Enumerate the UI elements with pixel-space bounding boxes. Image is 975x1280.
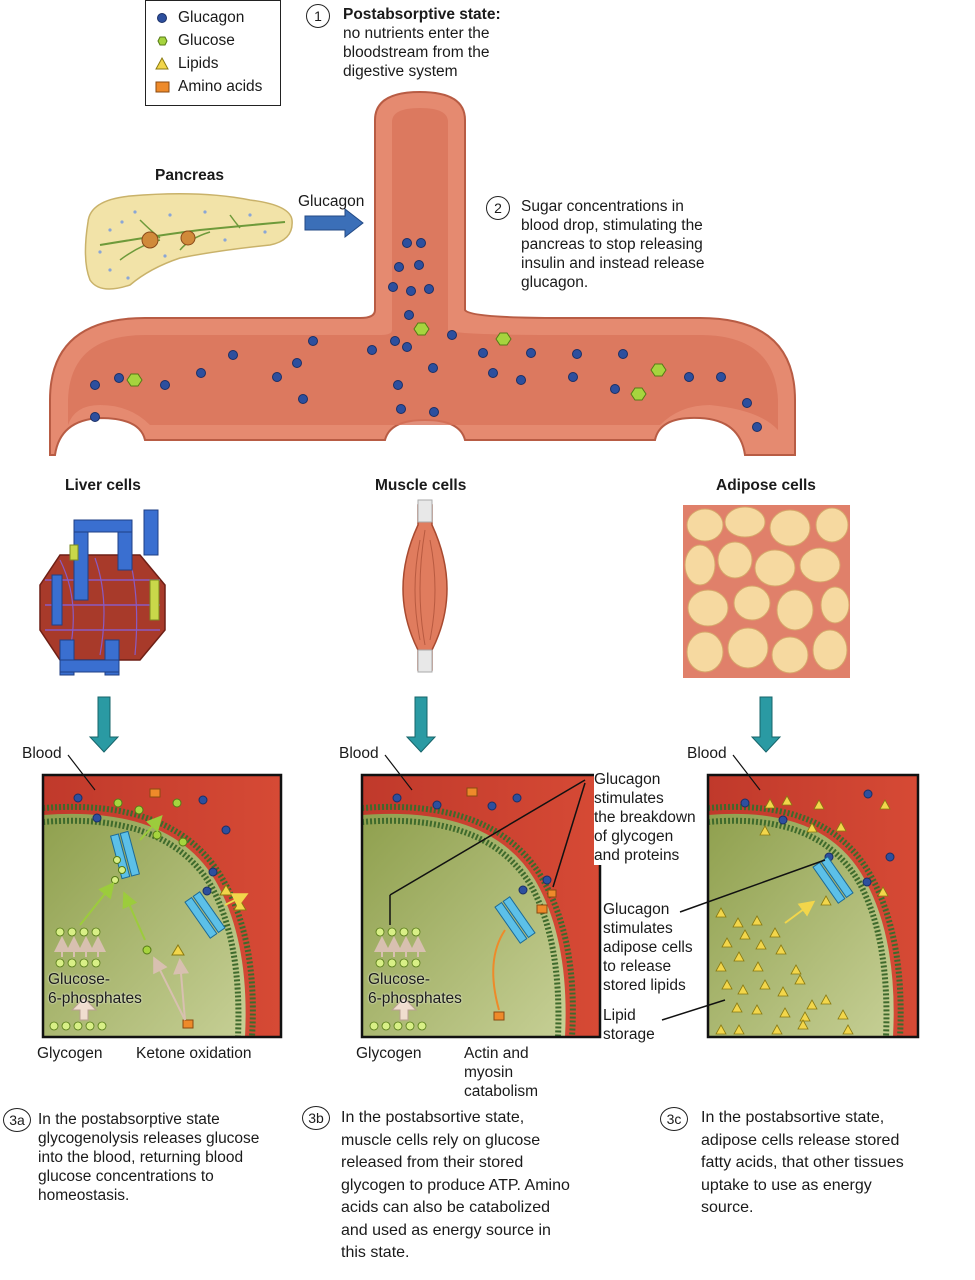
- caption-3c-number: 3c: [660, 1107, 688, 1131]
- panel-a-glycogen-label: Glycogen: [37, 1045, 103, 1062]
- panel-a-ketone-label: Ketone oxidation: [136, 1045, 252, 1062]
- glucose-hexagon-icon: [157, 36, 168, 46]
- step-2-number: 2: [486, 196, 510, 220]
- legend-label: Lipids: [178, 55, 219, 72]
- legend-label: Amino acids: [178, 78, 263, 95]
- panel-b-glucose6p-label: Glucose- 6-phosphates: [368, 971, 462, 1007]
- glucagon-arrow-label: Glucagon: [298, 193, 365, 210]
- panel-a-liver: [41, 773, 283, 1039]
- step-1-number: 1: [306, 4, 330, 28]
- caption-3b-text: In the postabsortive state, muscle cells…: [341, 1109, 570, 1261]
- pancreas-glucagon-arrow: [304, 207, 364, 239]
- muscle-cells-label: Muscle cells: [375, 477, 467, 494]
- liver-cells-label: Liver cells: [65, 477, 141, 494]
- adipose-cells-label: Adipose cells: [716, 477, 816, 494]
- panel-b-actin-label: Actin and myosin catabolism: [464, 1045, 539, 1100]
- blood-vessel: [49, 90, 796, 456]
- panel-b-glycogen-label: Glycogen: [356, 1045, 422, 1062]
- adipose-illustration: [683, 505, 850, 678]
- panel-b-callout: Glucagon stimulates the breakdown of gly…: [594, 770, 696, 865]
- legend: Glucagon Glucose Lipids Amino acids: [145, 0, 281, 106]
- caption-3c-text: In the postabsortive state, adipose cell…: [701, 1109, 904, 1216]
- liver-illustration: [39, 509, 166, 676]
- vessel-glucose-hexagons: [126, 322, 667, 401]
- blood-leader-lines: [67, 754, 761, 791]
- step-1-text: no nutrients enter the bloodstream from …: [343, 25, 490, 80]
- panel-c-callout: Glucagon stimulates adipose cells to rel…: [603, 901, 693, 994]
- panel-a-glucose6p-label: Glucose- 6-phosphates: [48, 971, 142, 1007]
- pancreas-illustration: [84, 193, 293, 290]
- legend-label: Glucose: [178, 32, 235, 49]
- muscle-illustration: [402, 499, 448, 673]
- glucagon-dot-icon: [157, 13, 167, 23]
- amino-acid-square-icon: [155, 81, 170, 93]
- panel-c-blood-label: Blood: [687, 745, 727, 762]
- legend-label: Glucagon: [178, 9, 245, 26]
- panel-c-adipose: [661, 773, 920, 1039]
- step-2-text: Sugar concentrations in blood drop, stim…: [521, 198, 705, 291]
- caption-3a-number: 3a: [3, 1108, 31, 1132]
- teal-down-arrows: [88, 696, 782, 753]
- caption-3b-number: 3b: [302, 1106, 330, 1130]
- step-1-title: Postabsorptive state:: [343, 6, 501, 23]
- vessel-glucagon-dots: [90, 238, 762, 432]
- panel-a-blood-label: Blood: [22, 745, 62, 762]
- lipid-triangle-icon: [155, 56, 169, 70]
- pancreas-label: Pancreas: [155, 167, 224, 184]
- panel-b-muscle: [360, 773, 602, 1039]
- panel-b-blood-label: Blood: [339, 745, 379, 762]
- panel-c-lipid-storage-label: Lipid storage: [603, 1007, 655, 1043]
- caption-3a-text: In the postabsorptive state glycogenolys…: [38, 1111, 260, 1204]
